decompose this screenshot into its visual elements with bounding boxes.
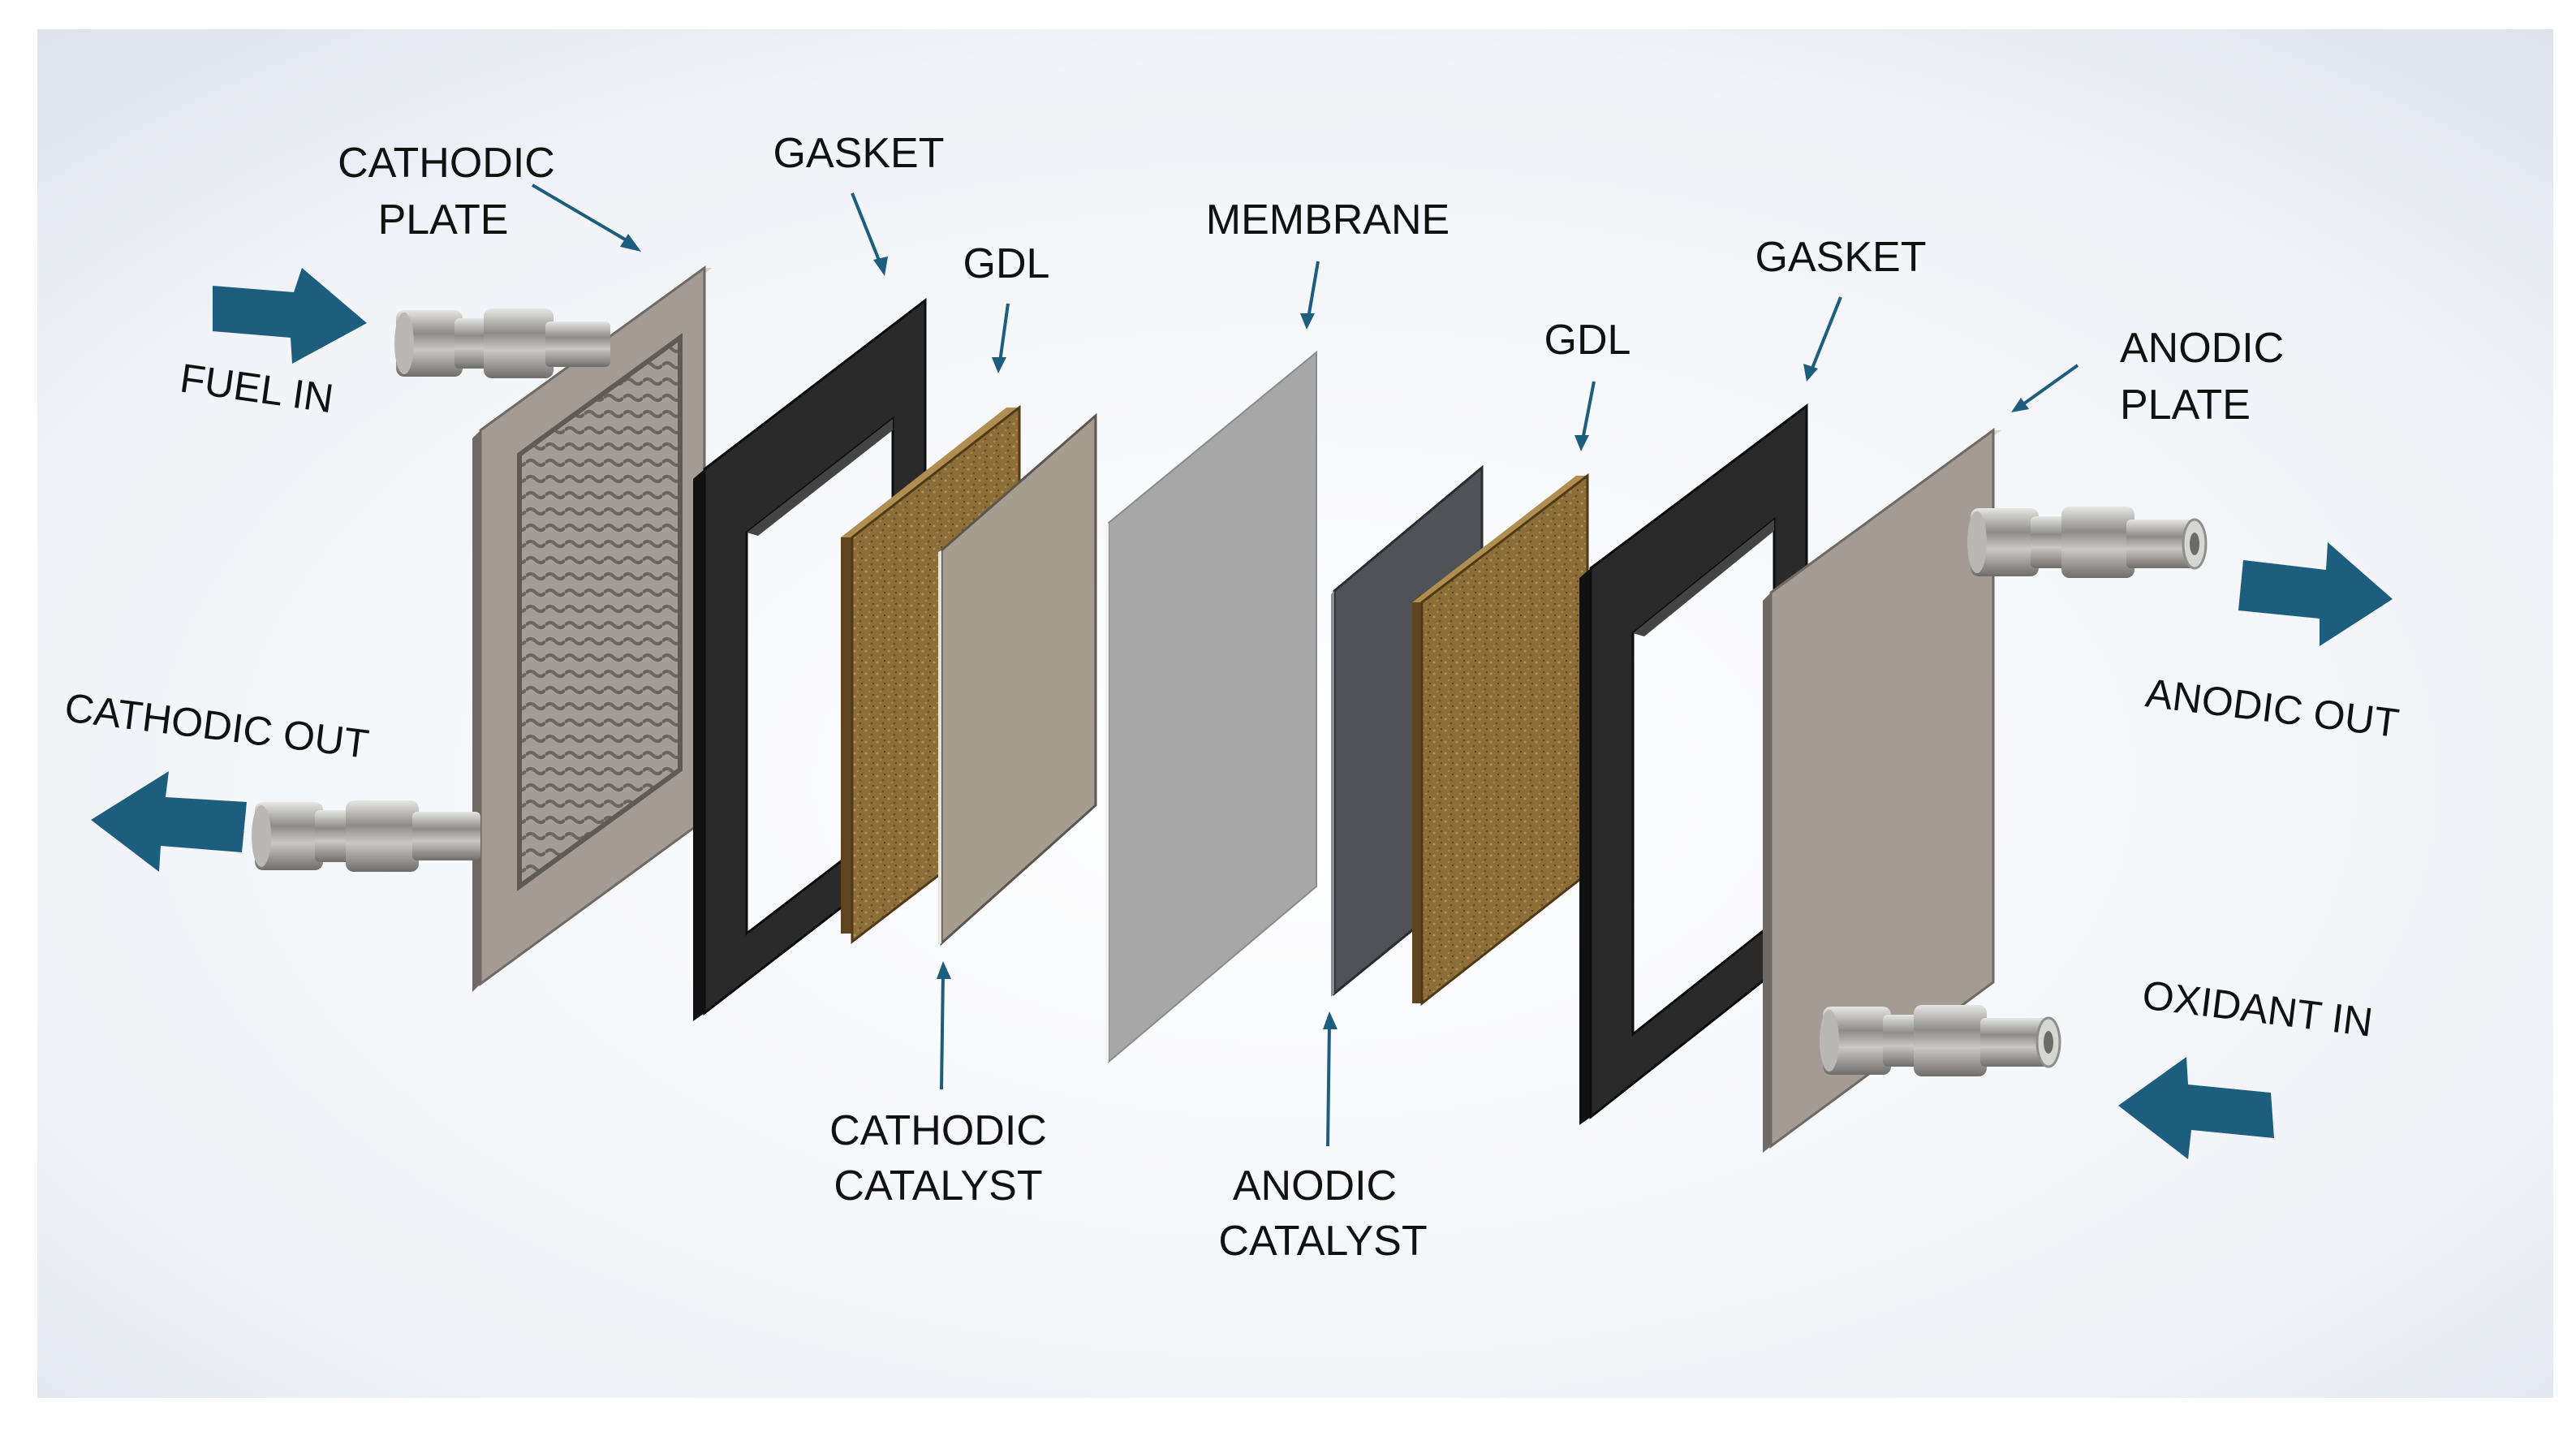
label-anodic-plate-line2: PLATE <box>2120 382 2251 429</box>
label-gasket-right: GASKET <box>1755 234 1927 281</box>
label-cathodic-plate-line2: PLATE <box>378 196 509 244</box>
fuel-in-fitting <box>394 308 610 378</box>
label-gasket-left: GASKET <box>773 130 945 177</box>
oxidant-in-arrow <box>2118 1057 2274 1159</box>
cathodic-out-arrow <box>91 771 247 872</box>
membrane <box>1105 350 1317 1065</box>
label-cathodic-plate-line1: CATHODIC <box>338 140 555 187</box>
anodic-out-fitting <box>1967 507 2208 578</box>
gdl-right <box>1412 472 1589 1007</box>
label-anodic-catalyst-line2: CATALYST <box>1218 1218 1427 1265</box>
oxidant-in-fitting <box>1820 1005 2061 1076</box>
cathodic-plate <box>472 265 713 992</box>
label-cathodic-catalyst-line1: CATHODIC <box>829 1107 1047 1154</box>
label-anodic-catalyst-line1: ANODIC <box>1233 1162 1397 1210</box>
anodic-out-arrow <box>2238 542 2393 646</box>
gasket-right <box>1579 403 1808 1125</box>
cathodic-out-fitting <box>252 800 480 872</box>
cathodic-catalyst <box>938 412 1097 947</box>
label-anodic-plate-line1: ANODIC <box>2120 325 2284 372</box>
label-gdl-right: GDL <box>1544 317 1631 364</box>
anodic-plate <box>1763 428 2001 1153</box>
label-gdl-left: GDL <box>963 240 1050 287</box>
leader-arrows <box>531 183 2079 1147</box>
label-cathodic-catalyst-line2: CATALYST <box>834 1162 1042 1210</box>
label-membrane: MEMBRANE <box>1206 196 1450 244</box>
flow-field-channels <box>517 333 683 891</box>
fuel-in-arrow <box>213 268 367 364</box>
